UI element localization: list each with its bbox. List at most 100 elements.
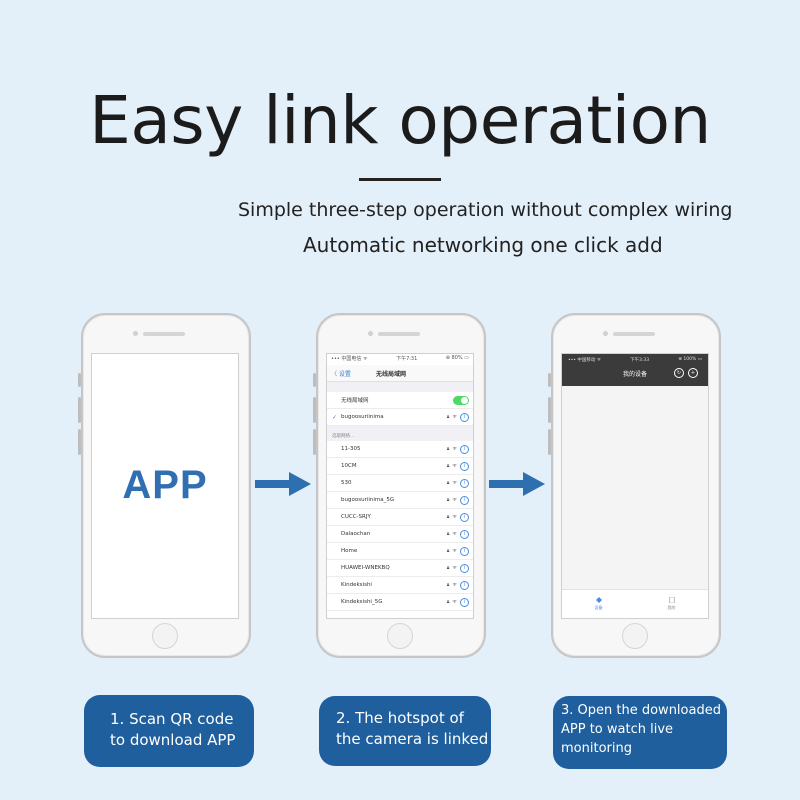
subtitle-line-2: Automatic networking one click add bbox=[303, 233, 663, 257]
phone-volume-down-button bbox=[78, 429, 81, 455]
device-icon bbox=[595, 597, 602, 603]
phone-camera bbox=[133, 331, 138, 336]
tab-bar: 设备 我的 bbox=[562, 589, 708, 618]
wifi-signal-icon: ᯤ bbox=[452, 548, 457, 554]
step-1-caption: 1. Scan QR code to download APP bbox=[84, 695, 254, 767]
info-icon[interactable]: i bbox=[460, 580, 469, 590]
info-icon[interactable]: i bbox=[460, 512, 469, 522]
status-time: 下午3:33 bbox=[630, 358, 650, 363]
status-battery: ⊕ 80% ▭ bbox=[445, 355, 469, 361]
info-icon[interactable]: i bbox=[460, 529, 469, 539]
arrow-right-icon bbox=[489, 472, 545, 496]
arrow-right-icon bbox=[255, 472, 311, 496]
lock-icon: 🔒︎ bbox=[446, 514, 450, 520]
status-time: 下午7:31 bbox=[396, 356, 418, 362]
wifi-network-name: Home bbox=[341, 548, 358, 554]
step-3-caption: 3. Open the downloaded APP to watch live… bbox=[553, 696, 727, 769]
wifi-network-name: CUCC-SRJY bbox=[341, 514, 371, 520]
phone-camera bbox=[368, 331, 373, 336]
device-list-screen: ••• 中国移动 ᯤ 下午3:33 ⊕ 100% ▭ 我的设备 ↻ + 设备 我… bbox=[561, 353, 709, 619]
phone-speaker bbox=[143, 332, 185, 336]
tab-devices[interactable]: 设备 bbox=[562, 590, 635, 618]
lock-icon: 🔒︎ bbox=[446, 565, 450, 571]
page-title: Easy link operation bbox=[89, 82, 711, 159]
phone-camera bbox=[603, 331, 608, 336]
phone-volume-up-button bbox=[548, 397, 551, 423]
lock-icon: 🔒︎ bbox=[446, 497, 450, 503]
wifi-signal-icon: ᯤ bbox=[452, 446, 457, 452]
info-icon[interactable]: i bbox=[460, 412, 469, 422]
info-icon[interactable]: i bbox=[460, 461, 469, 471]
tab-profile[interactable]: 我的 bbox=[635, 590, 708, 618]
home-button bbox=[387, 623, 413, 649]
wifi-network-name: 11-305 bbox=[341, 446, 361, 452]
section-gap bbox=[327, 382, 473, 392]
step-3-text: 3. Open the downloaded APP to watch live… bbox=[561, 703, 721, 756]
phone-side-button bbox=[548, 373, 551, 387]
phone-volume-down-button bbox=[548, 429, 551, 455]
refresh-icon[interactable]: ↻ bbox=[674, 368, 684, 378]
phone-side-button bbox=[78, 373, 81, 387]
status-carrier: ••• 中国电信 ᯤ bbox=[331, 356, 368, 362]
wifi-toggle[interactable] bbox=[453, 395, 469, 405]
wifi-signal-icon: ᯤ bbox=[452, 531, 457, 537]
step-2-caption: 2. The hotspot of the camera is linked bbox=[319, 696, 491, 766]
step-2-text: 2. The hotspot of the camera is linked bbox=[336, 709, 489, 748]
add-device-icon[interactable]: + bbox=[688, 368, 698, 378]
wifi-signal-icon: ᯤ bbox=[452, 565, 457, 571]
wifi-toggle-label: 无线局域网 bbox=[341, 398, 369, 404]
wifi-signal-icon: ᯤ bbox=[452, 599, 457, 605]
phone-volume-down-button bbox=[313, 429, 316, 455]
wifi-network-name: Kindeksishi bbox=[341, 582, 372, 588]
lock-icon: 🔒︎ bbox=[446, 531, 450, 537]
wifi-signal-icon: ᯤ bbox=[452, 480, 457, 486]
status-bar: ••• 中国电信 ᯤ 下午7:31 ⊕ 80% ▭ bbox=[327, 354, 473, 365]
back-button[interactable]: 〈 设置 bbox=[331, 370, 351, 378]
info-icon[interactable]: i bbox=[460, 495, 469, 505]
home-button bbox=[622, 623, 648, 649]
lock-icon: 🔒︎ bbox=[446, 582, 450, 588]
phone-app: APP bbox=[78, 313, 251, 658]
wifi-network-name: HUAWEI-WNEKBQ bbox=[341, 565, 390, 571]
wifi-network-name: Kindeksishi_5G bbox=[341, 599, 383, 605]
info-icon[interactable]: i bbox=[460, 597, 469, 607]
phone-speaker bbox=[613, 332, 655, 336]
app-label[interactable]: APP bbox=[122, 463, 208, 507]
title-divider bbox=[359, 178, 441, 181]
status-carrier: ••• 中国移动 ᯤ bbox=[568, 358, 601, 363]
wifi-network-name: Dalaochan bbox=[341, 531, 371, 537]
wifi-signal-icon: ᯤ bbox=[452, 514, 457, 520]
lock-icon: 🔒︎ bbox=[446, 548, 450, 554]
nav-bar: 〈 设置 无线局域网 bbox=[327, 365, 473, 382]
lock-icon: 🔒︎ bbox=[446, 599, 450, 605]
checkmark-icon: ✓ bbox=[332, 413, 338, 421]
nav-title: 无线局域网 bbox=[376, 370, 407, 378]
phone-side-button bbox=[313, 373, 316, 387]
phone-volume-up-button bbox=[78, 397, 81, 423]
lock-icon: 🔒︎ bbox=[446, 480, 450, 486]
info-icon[interactable]: i bbox=[460, 478, 469, 488]
lock-icon: 🔒︎ bbox=[446, 446, 450, 452]
status-battery: ⊕ 100% ▭ bbox=[678, 357, 702, 362]
phone-device: ••• 中国移动 ᯤ 下午3:33 ⊕ 100% ▭ 我的设备 ↻ + 设备 我… bbox=[548, 313, 721, 658]
connected-network-name: bugoosuriinima bbox=[341, 414, 384, 420]
info-icon[interactable]: i bbox=[460, 444, 469, 454]
phone-volume-up-button bbox=[313, 397, 316, 423]
info-icon[interactable]: i bbox=[460, 563, 469, 573]
wifi-network-name: 530 bbox=[341, 480, 352, 486]
step-1-text: 1. Scan QR code to download APP bbox=[110, 710, 236, 749]
info-icon[interactable]: i bbox=[460, 546, 469, 556]
lock-icon: 🔒︎ bbox=[446, 414, 450, 420]
